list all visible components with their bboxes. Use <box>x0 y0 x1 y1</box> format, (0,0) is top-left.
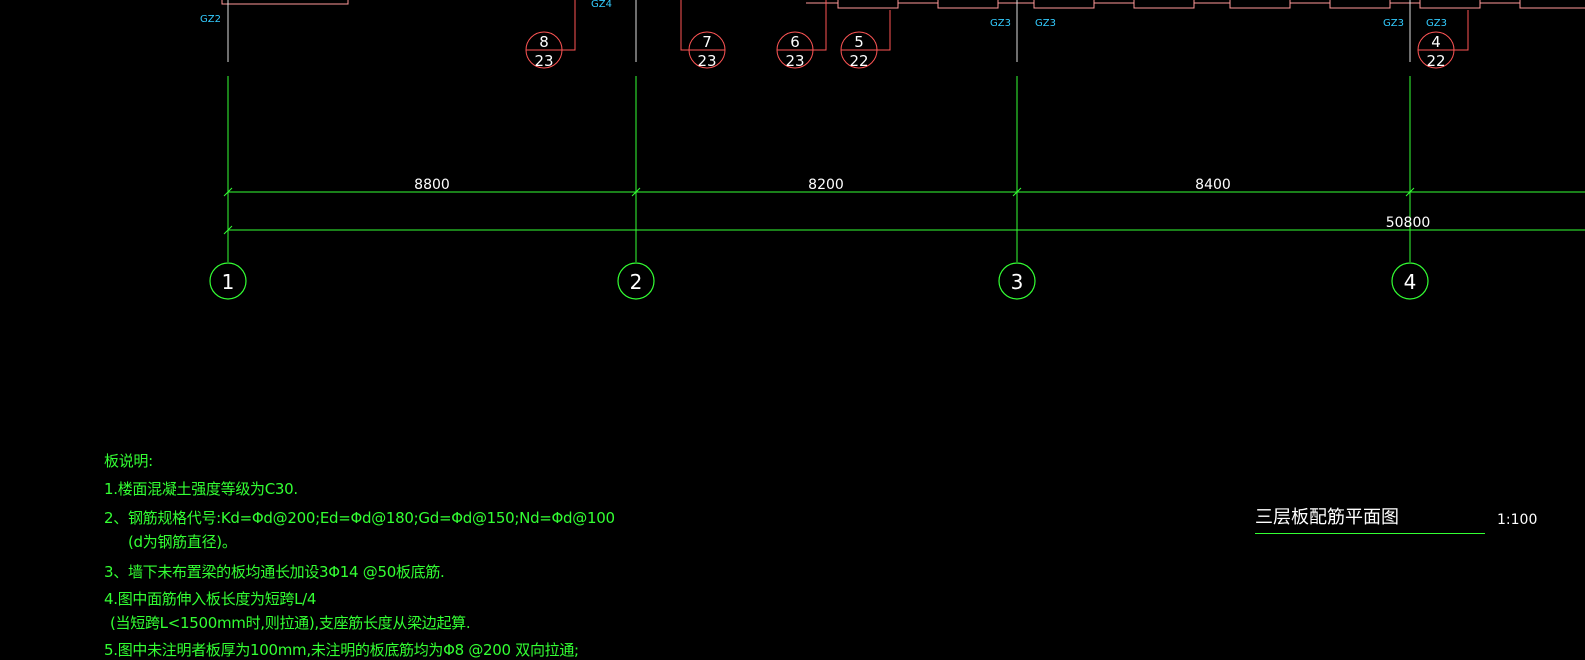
note-item: (当短跨L<1500mm时,则拉通),支座筋长度从梁边起算. <box>110 614 471 632</box>
note-item: 3、墙下未布置梁的板均通长加设3Φ14 @50板底筋. <box>104 563 445 581</box>
drawing-scale: 1:100 <box>1497 512 1538 528</box>
dimension-lines <box>223 187 1585 235</box>
marker-bottom: 22 <box>849 52 868 70</box>
axis-bubble: 3 <box>998 262 1036 300</box>
column-labels: GZ2 GZ4 GZ3 GZ3 GZ3 GZ3 <box>200 0 1447 29</box>
axis-bubble: 4 <box>1391 262 1429 300</box>
total-dimension: 50800 <box>1386 215 1431 231</box>
note-item: 4.图中面筋伸入板长度为短跨L/4 <box>104 590 317 608</box>
axis-label: 4 <box>1404 270 1417 294</box>
marker-bottom: 23 <box>785 52 804 70</box>
marker-top: 5 <box>854 33 864 51</box>
rebar-marker: 6 23 <box>776 31 814 70</box>
note-item: (d为钢筋直径)。 <box>128 533 237 551</box>
marker-top: 8 <box>539 33 549 51</box>
axis-label: 1 <box>222 270 235 294</box>
column-stubs <box>227 0 1411 62</box>
column-label: GZ2 <box>200 14 221 25</box>
rebar-marker: 4 22 <box>1417 31 1455 70</box>
column-label: GZ4 <box>591 0 612 10</box>
column-label: GZ3 <box>1426 18 1447 29</box>
title-underline <box>1255 533 1485 534</box>
rebar-marker: 8 23 <box>525 31 563 70</box>
span-dimension: 8800 <box>414 177 450 193</box>
note-item: 1.楼面混凝土强度等级为C30. <box>104 480 298 498</box>
marker-bottom: 23 <box>697 52 716 70</box>
column-label: GZ3 <box>1383 18 1404 29</box>
axis-label: 2 <box>630 270 643 294</box>
marker-top: 7 <box>702 33 712 51</box>
beam-outlines <box>221 0 1585 9</box>
note-item: 5.图中未注明者板厚为100mm,未注明的板底筋均为Φ8 @200 双向拉通; <box>104 641 579 659</box>
grid-lines <box>227 76 1411 262</box>
marker-bottom: 22 <box>1426 52 1445 70</box>
drawing-title: 三层板配筋平面图 <box>1255 507 1399 528</box>
axis-bubble: 1 <box>209 262 247 300</box>
marker-bottom: 23 <box>534 52 553 70</box>
notes-heading: 板说明: <box>104 452 153 470</box>
span-dimension: 8400 <box>1195 177 1231 193</box>
axis-label: 3 <box>1011 270 1024 294</box>
span-dimension: 8200 <box>808 177 844 193</box>
rebar-marker: 5 22 <box>840 31 878 70</box>
column-label: GZ3 <box>1035 18 1056 29</box>
marker-leaders <box>561 0 1469 51</box>
column-label: GZ3 <box>990 18 1011 29</box>
axis-bubble: 2 <box>617 262 655 300</box>
marker-top: 4 <box>1431 33 1441 51</box>
note-item: 2、钢筋规格代号:Kd=Φd@200;Ed=Φd@180;Gd=Φd@150;N… <box>104 509 615 527</box>
marker-top: 6 <box>790 33 800 51</box>
rebar-marker: 7 23 <box>688 31 726 70</box>
